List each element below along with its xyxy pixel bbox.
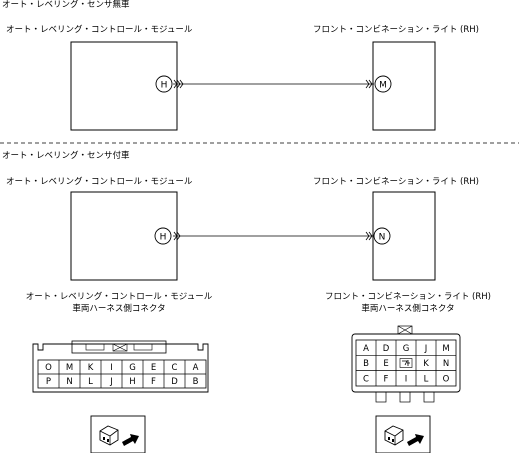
svg-text:M: M [379, 81, 387, 91]
section1-wire [173, 79, 374, 89]
keyed-cavity [399, 358, 413, 368]
svg-text:N: N [66, 377, 72, 387]
section1-right-terminal: M [374, 75, 392, 93]
svg-text:P: P [46, 377, 51, 387]
svg-text:E: E [151, 363, 156, 373]
svg-text:C: C [172, 363, 178, 373]
svg-text:K: K [88, 363, 94, 373]
connector-pin: B [184, 374, 199, 388]
section1-title: オート・レベリング・センサ無車 [2, 0, 130, 10]
svg-text:H: H [161, 81, 168, 91]
connector-pin: J [415, 340, 428, 386]
section2-left-terminal: H [154, 227, 172, 245]
connector-pin: L [79, 374, 93, 388]
connector-pin: F [142, 374, 156, 388]
svg-text:O: O [45, 363, 52, 373]
svg-text:D: D [171, 377, 178, 387]
svg-text:J: J [424, 344, 428, 354]
section2-title: オート・レベリング・センサ付車 [2, 151, 130, 161]
svg-text:H: H [129, 377, 135, 387]
section2-right-terminal: N [373, 227, 391, 245]
connector-pin: D [163, 374, 178, 388]
left-connector-face: O M K I G E C A P N L J H F D B [32, 340, 209, 393]
svg-text:J: J [109, 377, 113, 387]
connector-view-icon [375, 415, 431, 453]
section1-right-module-label: フロント・コンビネーション・ライト (RH) [313, 25, 479, 35]
connector-pin: L [424, 375, 429, 385]
svg-text:B: B [193, 377, 199, 387]
section1-left-module-label: オート・レベリング・コントロール・モジュール [6, 25, 193, 35]
connector-pin: M [435, 340, 450, 386]
svg-text:K: K [423, 359, 429, 369]
connector-pin: E [383, 359, 388, 369]
connector-pin: G [121, 360, 136, 374]
section2-left-module-label: オート・レベリング・コントロール・モジュール [6, 177, 193, 187]
connector-pin: N [58, 374, 73, 388]
svg-text:L: L [88, 377, 93, 387]
connector-pin: N [443, 359, 449, 369]
svg-text:A: A [363, 344, 369, 354]
connector-pin: M [58, 360, 73, 374]
connector-pin: A [363, 344, 369, 354]
connector-pin: I [100, 360, 113, 374]
connector-pin: J [100, 374, 113, 388]
connector-pin: E [142, 360, 156, 374]
svg-text:B: B [363, 359, 369, 369]
connector-pin: I [405, 375, 408, 385]
svg-text:M: M [66, 363, 73, 373]
connector-pin: C [363, 375, 369, 385]
connector-pin: H [121, 374, 136, 388]
svg-text:D: D [383, 344, 390, 354]
section1-left-module-box [70, 41, 178, 131]
connector-pin: K [79, 360, 94, 374]
svg-text:L: L [424, 375, 429, 385]
connector-pin: A [184, 360, 199, 374]
svg-text:H: H [160, 233, 167, 243]
connector-pin: B [363, 359, 369, 369]
connector-pin: O [45, 363, 52, 373]
section2-wire [173, 231, 374, 241]
svg-text:I: I [405, 375, 408, 385]
connector-pin: D [375, 340, 390, 386]
left-connector-title: オート・レベリング・コントロール・モジュール [25, 292, 213, 302]
svg-text:G: G [403, 344, 410, 354]
right-connector-face: A D G J M B E K N C F I L O [351, 325, 461, 403]
section1-left-terminal: H [155, 75, 173, 93]
section2-right-module-label: フロント・コンビネーション・ライト (RH) [313, 177, 479, 187]
connector-pin: F [384, 375, 389, 385]
connector-pin: G [395, 340, 410, 386]
right-connector-subtitle: 車両ハーネス側コネクタ [361, 304, 455, 314]
connector-view-icon [90, 415, 146, 453]
connector-pin: K [423, 359, 429, 369]
svg-text:M: M [442, 344, 449, 354]
left-connector-subtitle: 車両ハーネス側コネクタ [72, 304, 166, 314]
svg-text:C: C [363, 375, 369, 385]
svg-text:F: F [151, 377, 156, 387]
svg-text:I: I [110, 363, 113, 373]
svg-text:F: F [384, 375, 389, 385]
svg-text:A: A [193, 363, 199, 373]
connector-pin: P [46, 377, 51, 387]
svg-text:E: E [383, 359, 388, 369]
connector-pin: C [163, 360, 178, 374]
svg-text:O: O [443, 375, 450, 385]
svg-text:N: N [379, 233, 386, 243]
section1-right-module-box [372, 41, 436, 131]
right-connector-title: フロント・コンビネーション・ライト (RH) [325, 292, 491, 302]
svg-text:G: G [129, 363, 136, 373]
connector-pin: O [443, 375, 450, 385]
svg-text:N: N [443, 359, 449, 369]
